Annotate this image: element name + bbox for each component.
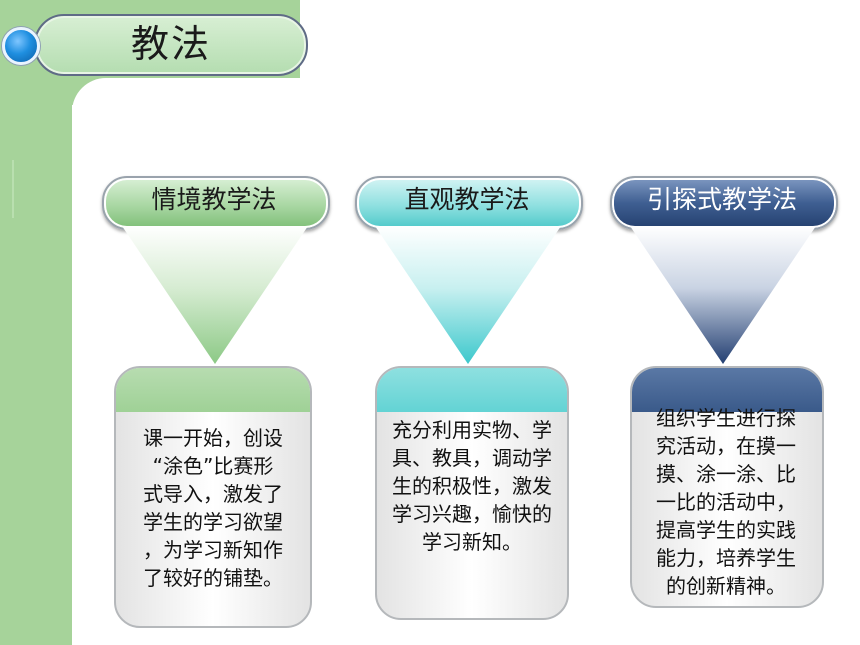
description-line: “涂色”比赛形 bbox=[152, 454, 274, 478]
method-card-3: 组织学生进行探 究活动，在摸一 摸、涂一涂、比 一比的活动中， 提高学生的实践 … bbox=[630, 366, 824, 608]
description-line: 能力，培养学生 bbox=[656, 546, 796, 570]
left-frame-bar bbox=[0, 0, 72, 645]
method-name-2: 直观教学法 bbox=[404, 185, 530, 214]
description-line: 一比的活动中， bbox=[656, 490, 796, 514]
card-cap-2 bbox=[377, 368, 567, 412]
method-name-1: 情境教学法 bbox=[151, 185, 277, 214]
method-column-3: 引探式教学法 组织学生进行探 究活动，在摸一 摸、涂一涂、比 一比的活动中， 提… bbox=[610, 176, 840, 636]
description-line: 的创新精神。 bbox=[666, 574, 786, 598]
method-column-1: 情境教学法 课一开始，创设 “涂色”比赛形 式导入，激发了 学生的学习欲望 ，为… bbox=[102, 176, 332, 636]
description-line: 组织学生进行探 bbox=[656, 406, 796, 430]
description-line: 学生的学习欲望 bbox=[143, 510, 283, 534]
method-description-2: 充分利用实物、学 具、教具，调动学 生的积极性，激发 学习兴趣，愉快的 学习新知… bbox=[379, 416, 565, 556]
funnel-arrow-2 bbox=[375, 226, 561, 364]
funnel-arrow-1 bbox=[122, 226, 308, 364]
method-name-3: 引探式教学法 bbox=[646, 185, 797, 214]
method-header-2 bbox=[355, 176, 583, 230]
method-column-2: 直观教学法 充分利用实物、学 具、教具，调动学 生的积极性，激发 学习兴趣，愉快… bbox=[355, 176, 585, 636]
description-line: 究活动，在摸一 bbox=[656, 434, 796, 458]
funnel-arrow-3 bbox=[630, 226, 816, 364]
method-card-1: 课一开始，创设 “涂色”比赛形 式导入，激发了 学生的学习欲望 ，为学习新知作 … bbox=[114, 366, 312, 628]
method-header-1 bbox=[102, 176, 330, 230]
card-cap-1 bbox=[116, 368, 310, 412]
card-cap-3 bbox=[632, 368, 822, 412]
page-title: 教法 bbox=[130, 22, 211, 66]
method-card-2: 充分利用实物、学 具、教具，调动学 生的积极性，激发 学习兴趣，愉快的 学习新知… bbox=[375, 366, 569, 620]
description-line: 生的积极性，激发 bbox=[392, 474, 552, 498]
content-area-corner bbox=[72, 78, 332, 158]
frame-accent-line bbox=[12, 160, 14, 218]
method-description-3: 组织学生进行探 究活动，在摸一 摸、涂一涂、比 一比的活动中， 提高学生的实践 … bbox=[638, 404, 814, 600]
description-line: 提高学生的实践 bbox=[656, 518, 796, 542]
description-line: ，为学习新知作 bbox=[143, 538, 283, 562]
description-line: 学习兴趣，愉快的 bbox=[392, 502, 552, 526]
description-line: 学习新知。 bbox=[422, 530, 522, 554]
description-line: 充分利用实物、学 bbox=[392, 418, 552, 442]
method-description-1: 课一开始，创设 “涂色”比赛形 式导入，激发了 学生的学习欲望 ，为学习新知作 … bbox=[122, 424, 304, 592]
description-line: 摸、涂一涂、比 bbox=[656, 462, 796, 486]
blue-orb-icon bbox=[2, 27, 40, 65]
description-line: 式导入，激发了 bbox=[143, 482, 283, 506]
description-line: 课一开始，创设 bbox=[143, 426, 283, 450]
description-line: 了较好的铺垫。 bbox=[143, 566, 283, 590]
description-line: 具、教具，调动学 bbox=[392, 446, 552, 470]
